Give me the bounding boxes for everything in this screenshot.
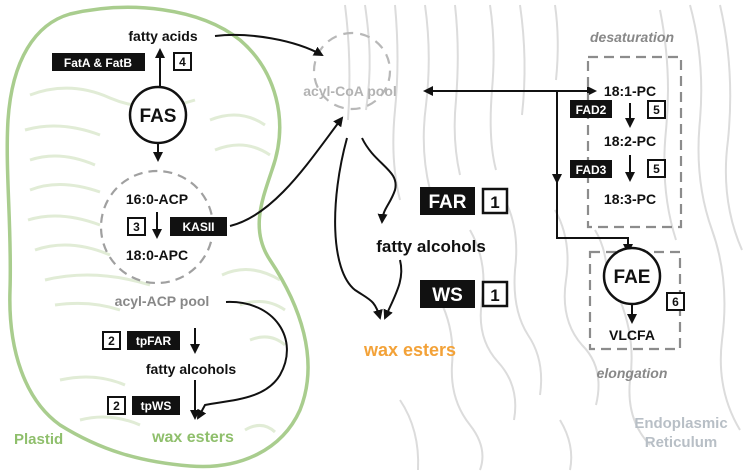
- tpws-enzyme-label: tpWS: [141, 399, 172, 413]
- pool-to-ws-arrow: [334, 137, 383, 320]
- tpws-enzyme-box: [132, 396, 180, 415]
- alcohols-to-ws-arrow: [383, 259, 403, 320]
- acyl-acp-pool-label: acyl-ACP pool: [115, 293, 210, 309]
- fad3-enzyme-box: [570, 160, 612, 178]
- fae-badge: [666, 292, 685, 311]
- plastid-inner-membranes: [24, 86, 286, 434]
- acp-18-label: 18:0-APC: [126, 247, 188, 263]
- fatty-acids-label: fatty acids: [128, 28, 197, 44]
- far-badge-number: 1: [490, 193, 499, 212]
- tpfar-badge-number: 2: [108, 334, 115, 348]
- fad3-badge-number: 5: [653, 162, 660, 176]
- fat-enzyme-box: [52, 53, 145, 71]
- fad3-badge: [647, 159, 666, 178]
- plastid-wax-arrow: [197, 300, 288, 420]
- fatty-acids-to-pool-arrow: [214, 33, 324, 56]
- fat-badge-number: 4: [179, 55, 186, 69]
- fad2-enzyme-label: FAD2: [576, 103, 607, 117]
- pool-to-far-arrow: [361, 137, 397, 224]
- tpfar-enzyme-box: [127, 331, 180, 350]
- vlcfa-label: VLCFA: [609, 327, 655, 343]
- ws-badge-number: 1: [490, 286, 499, 305]
- fatty-alcohols-label: fatty alcohols: [376, 237, 486, 256]
- fad2-badge-number: 5: [653, 103, 660, 117]
- pc-182-label: 18:2-PC: [604, 133, 656, 149]
- ws-badge: [481, 280, 509, 308]
- acp-16-label: 16:0-ACP: [126, 191, 188, 207]
- fad2-badge: [647, 100, 666, 119]
- tpfar-badge: [102, 331, 121, 350]
- kasii-enzyme-box: [170, 217, 227, 236]
- tpws-badge: [107, 396, 126, 415]
- desaturation-box: [586, 55, 683, 229]
- kasii-badge-number: 3: [133, 220, 140, 234]
- far-badge: [481, 187, 509, 215]
- plastid-wax-esters-label: wax esters: [151, 429, 234, 446]
- ws-enzyme-label: WS: [432, 285, 463, 306]
- pc-183-label: 18:3-PC: [604, 191, 656, 207]
- ws-enzyme-box: [420, 280, 475, 308]
- far-enzyme-label: FAR: [429, 192, 467, 213]
- fae-label: FAE: [614, 267, 651, 288]
- fas-label: FAS: [140, 106, 177, 127]
- fat-badge: [173, 52, 192, 71]
- acyl-coa-pool-label: acyl-CoA pool: [303, 83, 397, 99]
- pc-181-label: 18:1-PC: [604, 83, 656, 99]
- tpws-badge-number: 2: [113, 399, 120, 413]
- elongation-label: elongation: [597, 365, 668, 381]
- tpfar-enzyme-label: tpFAR: [136, 334, 172, 348]
- er-label-line1: Endoplasmic: [634, 415, 727, 432]
- fad2-enzyme-box: [570, 100, 612, 118]
- kasii-to-pool-arrow: [229, 116, 344, 227]
- wax-esters-label: wax esters: [363, 340, 456, 360]
- far-enzyme-box: [420, 187, 475, 215]
- acyl-coa-pool-circle: [312, 31, 392, 111]
- er-label-line2: Reticulum: [645, 434, 718, 451]
- desaturation-label: desaturation: [590, 29, 674, 45]
- elongation-box: [588, 250, 682, 351]
- plastid-fatty-alcohols-label: fatty alcohols: [146, 361, 236, 377]
- fae-badge-number: 6: [672, 295, 679, 309]
- pool-to-fae-line: [556, 91, 633, 254]
- fad3-enzyme-label: FAD3: [576, 163, 607, 177]
- fat-enzyme-label: FatA & FatB: [64, 56, 133, 70]
- kasii-badge: [127, 217, 146, 236]
- kasii-enzyme-label: KASII: [182, 220, 214, 234]
- er-membrane: [344, 4, 743, 471]
- plastid-label: Plastid: [14, 431, 63, 448]
- plastid-outline: [5, 5, 310, 469]
